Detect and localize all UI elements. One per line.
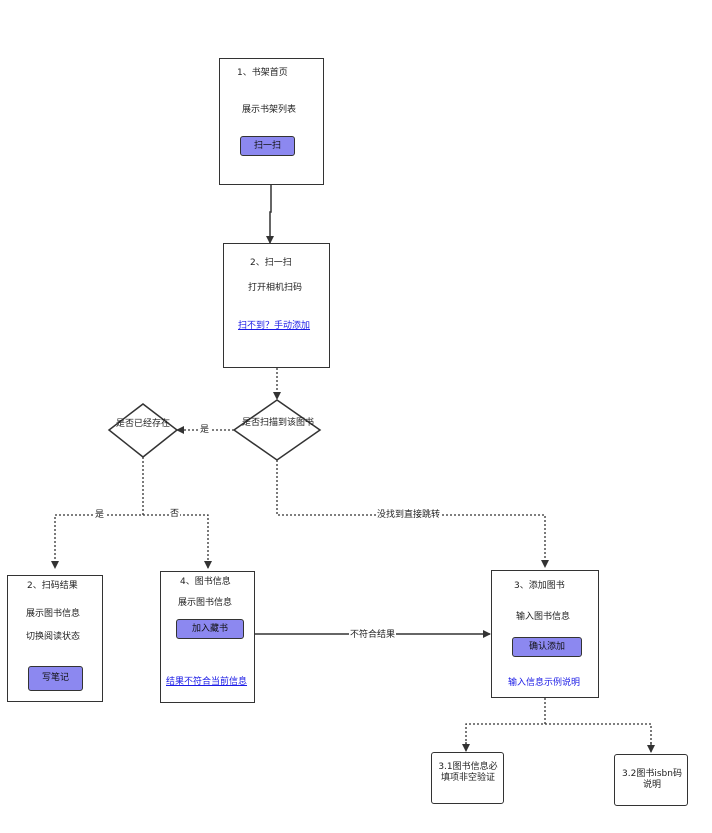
node-scan: 2、扫一扫 打开相机扫码 扫不到？手动添加 [223,243,330,368]
note-32-text: 3.2图书isbn码说明 [622,769,682,790]
decision-scanned-shape [232,399,322,461]
node-home: 1、书架首页 展示书架列表 扫一扫 [219,58,324,185]
note-required-validation: 3.1图书信息必填项非空验证 [431,752,504,804]
decision-exists-label: 是否已经存在 [116,419,171,429]
edge-exists-to-bookinfo [143,514,212,569]
edge-label-mismatch: 不符合结果 [349,630,397,641]
node-book-info: 4、图书信息 展示图书信息 加入藏书 结果不符合当前信息 [160,571,255,703]
node-add-book: 3、添加图书 输入图书信息 确认添加 输入信息示例说明 [491,570,599,698]
add-to-collection-button[interactable]: 加入藏书 [176,619,244,639]
mismatch-link[interactable]: 结果不符合当前信息 [166,677,248,687]
node-home-title: 1、书架首页 [237,68,288,78]
node-bookinfo-title: 4、图书信息 [180,577,231,587]
edge-label-yes-result: 是 [94,510,106,521]
edge-addbook-to-notes [465,698,652,751]
edge-label-not-found: 没找到直接跳转 [376,510,442,521]
note-31-text: 3.1图书信息必填项非空验证 [438,762,498,783]
node-scan-result: 2、扫码结果 展示图书信息 切换阅读状态 写笔记 [7,575,103,702]
node-bookinfo-desc: 展示图书信息 [178,598,233,608]
edge-home-to-scan [266,185,274,244]
note-isbn-description: 3.2图书isbn码说明 [614,754,688,806]
edge-label-no: 否 [169,509,181,520]
node-result-line1: 展示图书信息 [26,609,81,619]
manual-add-link[interactable]: 扫不到？手动添加 [238,321,311,331]
node-scan-desc: 打开相机扫码 [248,283,303,293]
edge-label-yes-left: 是 [199,425,211,436]
decision-scanned-label: 是否扫描到该图书 [241,418,314,428]
node-result-title: 2、扫码结果 [27,581,78,591]
node-addbook-title: 3、添加图书 [514,581,565,591]
node-scan-title: 2、扫一扫 [250,258,292,268]
node-addbook-desc: 输入图书信息 [516,612,571,622]
scan-button[interactable]: 扫一扫 [240,136,295,156]
decision-exists-shape [107,403,179,458]
input-example-link[interactable]: 输入信息示例说明 [508,678,581,688]
node-home-desc: 展示书架列表 [242,105,297,115]
confirm-add-button[interactable]: 确认添加 [512,637,582,657]
node-result-line2: 切换阅读状态 [26,632,81,642]
write-note-button[interactable]: 写笔记 [28,666,83,691]
